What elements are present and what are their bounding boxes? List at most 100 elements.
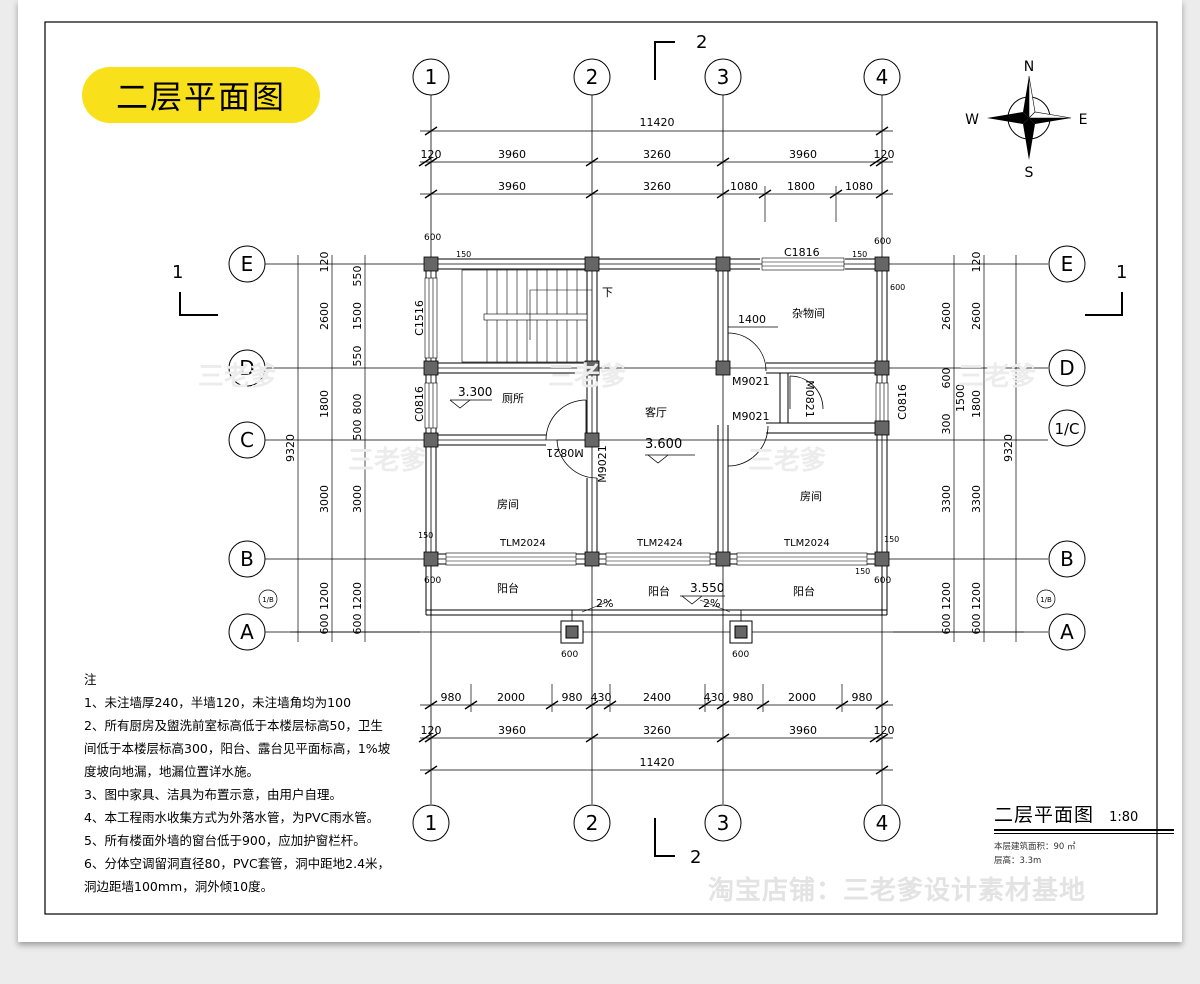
axis-label-e-left: E — [241, 252, 254, 276]
dim-bot-r2-1: 3960 — [498, 724, 526, 737]
balcony-mid-label: 阳台 — [648, 584, 670, 598]
dim-bot-r1-0: 980 — [441, 691, 462, 704]
dim-left-in-6: 1200 — [351, 582, 364, 610]
dim-bot-r2-4: 120 — [874, 724, 895, 737]
top-dimension-lines — [418, 126, 893, 222]
minor-axis-label-right: 1/B — [1040, 596, 1052, 604]
dim-top-r2-1: 3960 — [498, 148, 526, 161]
section-label-left: 1 — [172, 262, 183, 283]
dim-right-mid-1: 1800 — [970, 390, 983, 418]
door-m0821-b-label: M0821 — [803, 380, 816, 418]
dim-left-top: 120 — [318, 252, 331, 273]
col-size-9: 600 — [890, 283, 905, 292]
windows — [424, 257, 889, 566]
compass-w: W — [965, 112, 979, 128]
dim-left-in-5: 3000 — [351, 485, 364, 513]
faint-watermark-4: 三老爹 — [348, 446, 427, 476]
note-item-2: 2、所有厨房及盥洗前室标高低于本楼层标高50，卫生间低于本楼层标高300，阳台、… — [84, 718, 391, 779]
floor-plan-drawing: 1 2 3 4 1 2 3 4 E D C B A E D 1/C B A — [44, 21, 1158, 915]
dim-left-in-0: 550 — [351, 266, 364, 287]
note-item-5: 5、所有楼面外墙的窗台低于900，应加护窗栏杆。 — [84, 833, 366, 848]
drawing-scale: 1:80 — [1109, 810, 1139, 825]
dim-left-mid-4: 600 — [318, 614, 331, 635]
dim-right-mid-2: 3300 — [970, 485, 983, 513]
door-m9021-a-label: M9021 — [596, 445, 609, 483]
axis-label-3-bottom: 3 — [717, 811, 730, 835]
level-living: 3.600 — [645, 437, 682, 452]
section-label-top: 2 — [696, 32, 707, 53]
bedroom-left-label: 房间 — [497, 498, 519, 511]
pipe-size-right: 600 — [732, 650, 749, 660]
right-dimension-lines — [893, 255, 1024, 642]
opening-labels: C1816 C1516 C0816 C0816 M0821 M9021 M902… — [413, 246, 909, 549]
door-tlm-left-label: TLM2024 — [499, 538, 546, 549]
stair-down-label: 下 — [602, 286, 613, 299]
floor-height: 层高：3.3m — [994, 856, 1042, 866]
axis-label-1c-right: 1/C — [1054, 420, 1079, 438]
dim-bot-r2-2: 3260 — [643, 724, 671, 737]
axis-label-1-bottom: 1 — [425, 811, 438, 835]
axis-label-d-left: D — [239, 356, 254, 380]
dim-top-r2-0: 120 — [421, 148, 442, 161]
axis-label-2-bottom: 2 — [586, 811, 599, 835]
compass-n: N — [1024, 59, 1034, 75]
dim-left-in-1: 1500 — [351, 302, 364, 330]
dim-top-r2-2: 3260 — [643, 148, 671, 161]
col-size-3: 150 — [852, 250, 867, 259]
axis-label-c-left: C — [240, 428, 254, 452]
dim-right-in-3: 3300 — [940, 485, 953, 513]
axis-label-b-left: B — [240, 547, 254, 571]
bottom-dimension-lines — [418, 684, 893, 775]
dim-right-in-2: 300 — [940, 414, 953, 435]
axis-bubbles-bottom: 1 2 3 4 — [412, 804, 901, 842]
dim-left-total: 9320 — [284, 434, 297, 462]
floor-area: 本层建筑面积：90 ㎡ — [994, 842, 1076, 852]
door-tlm-mid-label: TLM2424 — [636, 538, 683, 549]
plan-heading-badge: 二层平面图 — [82, 67, 320, 123]
dim-bot-r1-2: 980 — [562, 691, 583, 704]
dim-left-mid-3: 1200 — [318, 582, 331, 610]
notes-heading: 注 — [84, 672, 97, 687]
faint-watermark-1: 三老爹 — [198, 362, 277, 392]
dim-right-in-0: 2600 — [940, 302, 953, 330]
dim-top-r2-4: 120 — [874, 148, 895, 161]
drawing-title: 二层平面图 — [994, 804, 1095, 826]
pipe-size-left: 600 — [561, 650, 578, 660]
storage-room-label: 杂物间 — [792, 306, 825, 320]
dim-left-in-4: 500 — [351, 420, 364, 441]
level-marks: 3.300 3.600 3.550 2% 2% — [449, 385, 731, 613]
slope-left: 2% — [596, 597, 613, 610]
dim-top-r3-1: 3260 — [643, 180, 671, 193]
window-c0816-right-label: C0816 — [896, 384, 909, 420]
section-label-bottom: 2 — [690, 847, 701, 868]
col-size-7: 150 — [884, 535, 899, 544]
dim-bot-r1-3: 430 — [591, 691, 612, 704]
north-arrow-icon: N S E W — [965, 59, 1087, 181]
dim-right-ext-0: 600 — [940, 368, 953, 389]
level-balcony: 3.550 — [690, 581, 724, 595]
note-item-3: 3、图中家具、洁具为布置示意，由用户自理。 — [84, 787, 342, 802]
col-size-1: 600 — [874, 237, 891, 247]
downpipes — [560, 610, 753, 644]
balcony-right-label: 阳台 — [793, 584, 815, 598]
dim-1400-label: 1400 — [738, 313, 766, 326]
compass-e: E — [1079, 112, 1088, 128]
axis-label-1-top: 1 — [425, 65, 438, 89]
dim-top-r3-0: 3960 — [498, 180, 526, 193]
dim-right-in-1: 1500 — [954, 384, 967, 412]
balcony-left-label: 阳台 — [497, 581, 519, 595]
window-c1516-label: C1516 — [413, 300, 426, 336]
dim-bot-r2-3: 3960 — [789, 724, 817, 737]
living-room-label: 客厅 — [645, 405, 667, 419]
compass-s: S — [1025, 165, 1034, 181]
title-block: 二层平面图 1:80 本层建筑面积：90 ㎡ 层高：3.3m — [994, 800, 1174, 866]
dim-top-r3-2: 1080 — [730, 180, 758, 193]
dim-left-in-3: 800 — [351, 394, 364, 415]
door-tlm-right-label: TLM2024 — [783, 538, 830, 549]
window-c0816-left-label: C0816 — [413, 386, 426, 422]
dim-top-total: 11420 — [640, 116, 675, 129]
note-item-1: 1、未注墙厚240，半墙120，未注墙角均为100 — [84, 695, 352, 710]
level-toilet: 3.300 — [458, 385, 492, 399]
faint-watermark-5: 三老爹 — [748, 446, 827, 476]
door-m9021-c-label: M9021 — [732, 410, 770, 423]
